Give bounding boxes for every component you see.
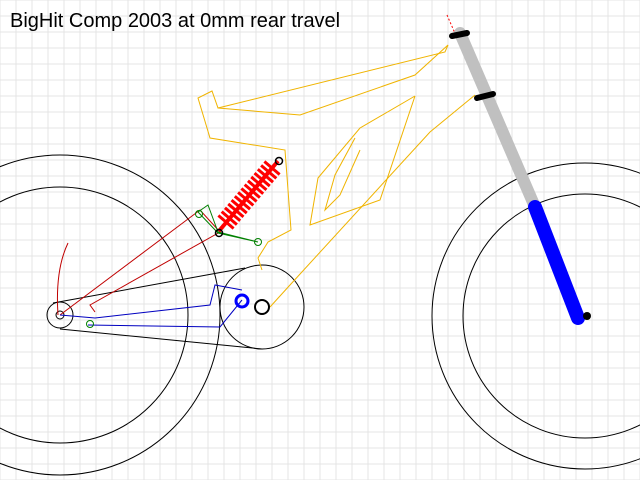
chain-top <box>52 267 246 304</box>
spring-coil <box>263 160 281 176</box>
frame-cutout <box>323 137 361 212</box>
rear-rim <box>0 186 189 444</box>
rocker-link <box>86 204 262 328</box>
front-rim <box>462 193 640 439</box>
spring-coil <box>237 191 255 207</box>
drivetrain <box>52 264 305 350</box>
front-wheel <box>431 162 640 470</box>
swingarm-upper <box>59 284 243 319</box>
spring-coil <box>240 187 258 203</box>
spring-coil <box>230 198 248 215</box>
axle-path-arc <box>56 242 69 316</box>
headset-bottom <box>474 91 496 101</box>
rear-shock <box>214 156 284 238</box>
rear-tire-outer <box>0 154 221 476</box>
spring-coil <box>217 214 235 230</box>
shock-eye-lower <box>214 228 224 238</box>
spring-coil <box>256 168 275 184</box>
spring-coil <box>233 195 252 211</box>
front-axle <box>583 312 591 320</box>
spring-coil <box>250 175 268 192</box>
frame-outline <box>197 44 449 271</box>
main-pivot <box>234 293 250 309</box>
spring-coil <box>246 179 265 195</box>
spring-coil <box>260 164 278 180</box>
swingarm <box>59 284 250 328</box>
fork-lower-leg <box>528 200 585 325</box>
rocker-pivot-lower <box>254 238 262 246</box>
seatstay <box>59 209 221 316</box>
chain-bottom <box>59 328 263 350</box>
spring-coil <box>223 206 242 222</box>
headset-top <box>449 30 470 39</box>
dropout-pivot <box>86 320 94 328</box>
fork <box>446 14 591 325</box>
spring-coil <box>220 210 238 226</box>
frame-down-tube <box>269 94 476 308</box>
spring-coil <box>253 171 271 188</box>
frame <box>197 44 476 308</box>
spring-coil <box>243 183 261 199</box>
shock-eye-upper <box>274 156 284 166</box>
swingarm-lower <box>87 299 243 328</box>
frame-inner-truss <box>309 95 416 226</box>
bottom-bracket <box>254 299 270 315</box>
fork-stanchion <box>454 27 541 213</box>
spring-coil <box>227 202 245 219</box>
shock-spring <box>217 160 281 230</box>
page-title: BigHit Comp 2003 at 0mm rear travel <box>10 10 341 32</box>
rocker-pivot-upper <box>195 210 203 218</box>
chainstay-link <box>56 209 221 316</box>
rocker-plate <box>197 204 259 243</box>
frame-top-tube <box>217 44 449 116</box>
rear-wheel <box>0 154 221 476</box>
front-tire-outer <box>431 162 640 470</box>
